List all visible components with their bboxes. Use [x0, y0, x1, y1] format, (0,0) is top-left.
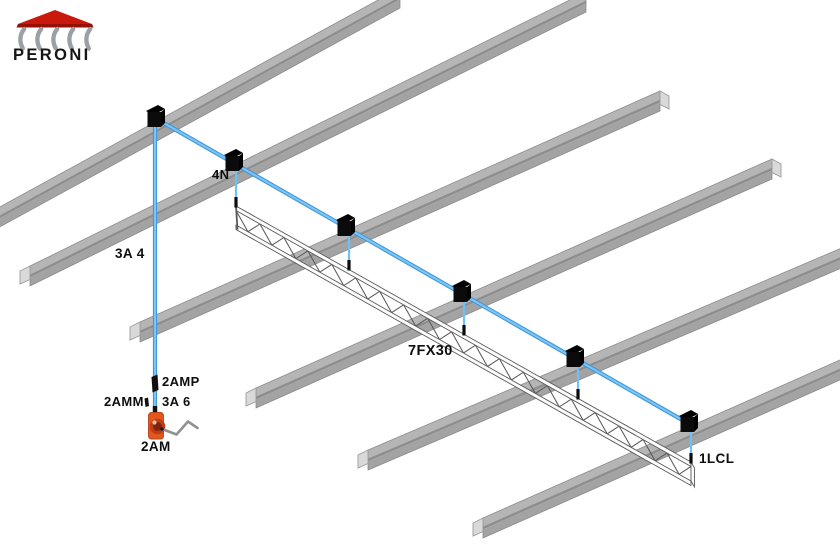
winch-2am-icon	[148, 406, 199, 440]
clamp-side	[239, 153, 243, 171]
beam-outline	[0, 0, 401, 228]
label-3a6: 3A 6	[162, 394, 191, 409]
clamp-side	[467, 284, 471, 302]
beam-end-cap	[129, 321, 141, 341]
beam-face	[256, 167, 772, 400]
brand-text: PERONI	[13, 46, 91, 64]
beam-end-cap	[19, 265, 31, 285]
truss-hanger-pin	[234, 197, 238, 208]
logo-column	[35, 26, 44, 51]
clamp-body	[147, 112, 161, 127]
beam-face	[368, 257, 840, 462]
clamp-body	[453, 287, 467, 302]
winch-pivot	[160, 427, 164, 431]
truss-chord	[235, 224, 692, 487]
beam-face	[140, 91, 660, 331]
clamp-side	[694, 414, 698, 432]
beam-face	[140, 102, 660, 342]
truss-end-cap	[690, 460, 695, 489]
beam	[245, 158, 782, 409]
label-2am: 2AM	[141, 439, 171, 454]
logo-column	[51, 26, 60, 51]
beam-end-cap	[245, 387, 257, 407]
logo-column	[84, 26, 93, 51]
beam-face	[256, 170, 772, 408]
rope-grip-2amm-icon	[144, 397, 149, 407]
beam-face	[483, 371, 840, 538]
winch-crank-handle	[160, 420, 199, 436]
beam-clamp-icon	[679, 410, 698, 432]
cable-diagonal-core	[153, 116, 693, 427]
label-2amp: 2AMP	[162, 374, 200, 389]
truss-hanger-pin	[576, 389, 580, 400]
clamp-body	[680, 417, 694, 432]
clamp-body	[225, 156, 239, 171]
logo-column	[18, 26, 27, 51]
beam-face	[0, 0, 400, 227]
truss-7fx30	[235, 205, 695, 489]
beam-end-cap	[357, 449, 369, 469]
beam-clamps	[146, 105, 698, 432]
logo-column	[67, 26, 76, 51]
label-1lcl: 1LCL	[699, 451, 735, 466]
truss-end-post	[235, 206, 239, 230]
beam	[129, 90, 670, 343]
beam-clamp-icon	[452, 280, 471, 302]
logo-columns-icon	[18, 26, 93, 51]
clamp-side	[161, 109, 165, 127]
truss-hanger-pin	[462, 325, 466, 336]
beam	[0, 0, 401, 228]
winch-cable-anchor	[152, 406, 158, 415]
beam-end-cap	[659, 90, 670, 110]
beam-face	[368, 248, 840, 459]
rope-markers	[144, 374, 159, 407]
clamp-body	[337, 221, 351, 236]
clamp-side	[351, 218, 355, 236]
suspension-cables	[152, 115, 694, 455]
beam-face	[30, 0, 586, 278]
peroni-temple-icon	[16, 10, 94, 51]
logo-roof-icon	[18, 10, 92, 24]
beam-clamp-icon	[565, 345, 584, 367]
beam-face	[30, 3, 586, 286]
label-2amm: 2AMM	[104, 394, 144, 409]
truss-hanger-pin	[689, 453, 693, 464]
label-3a4: 3A 4	[115, 246, 145, 261]
beam-face	[30, 0, 586, 275]
logo-roof-shadow	[16, 24, 94, 28]
beam-end-cap	[771, 158, 782, 178]
beam-clamp-icon	[336, 214, 355, 236]
truss-hanger-pin	[347, 260, 351, 271]
beam-face	[483, 359, 840, 527]
rope-clamp-2amp-icon	[151, 374, 159, 393]
winch-highlight	[152, 420, 157, 425]
beam-clamp-icon	[146, 105, 165, 127]
beam-face	[140, 99, 660, 334]
beam-face	[368, 260, 840, 470]
beam-face	[256, 159, 772, 397]
ceiling-beams	[0, 0, 840, 539]
label-7fx30: 7FX30	[408, 343, 453, 359]
label-4n: 4N	[212, 167, 230, 182]
beam	[357, 248, 840, 471]
clamp-body	[566, 352, 580, 367]
beam	[19, 0, 587, 287]
peroni-logo: PERONI	[8, 4, 120, 66]
beam-clamp-icon	[224, 149, 243, 171]
truss-pins	[234, 197, 693, 464]
clamp-side	[580, 349, 584, 367]
beam-end-cap	[472, 517, 484, 537]
